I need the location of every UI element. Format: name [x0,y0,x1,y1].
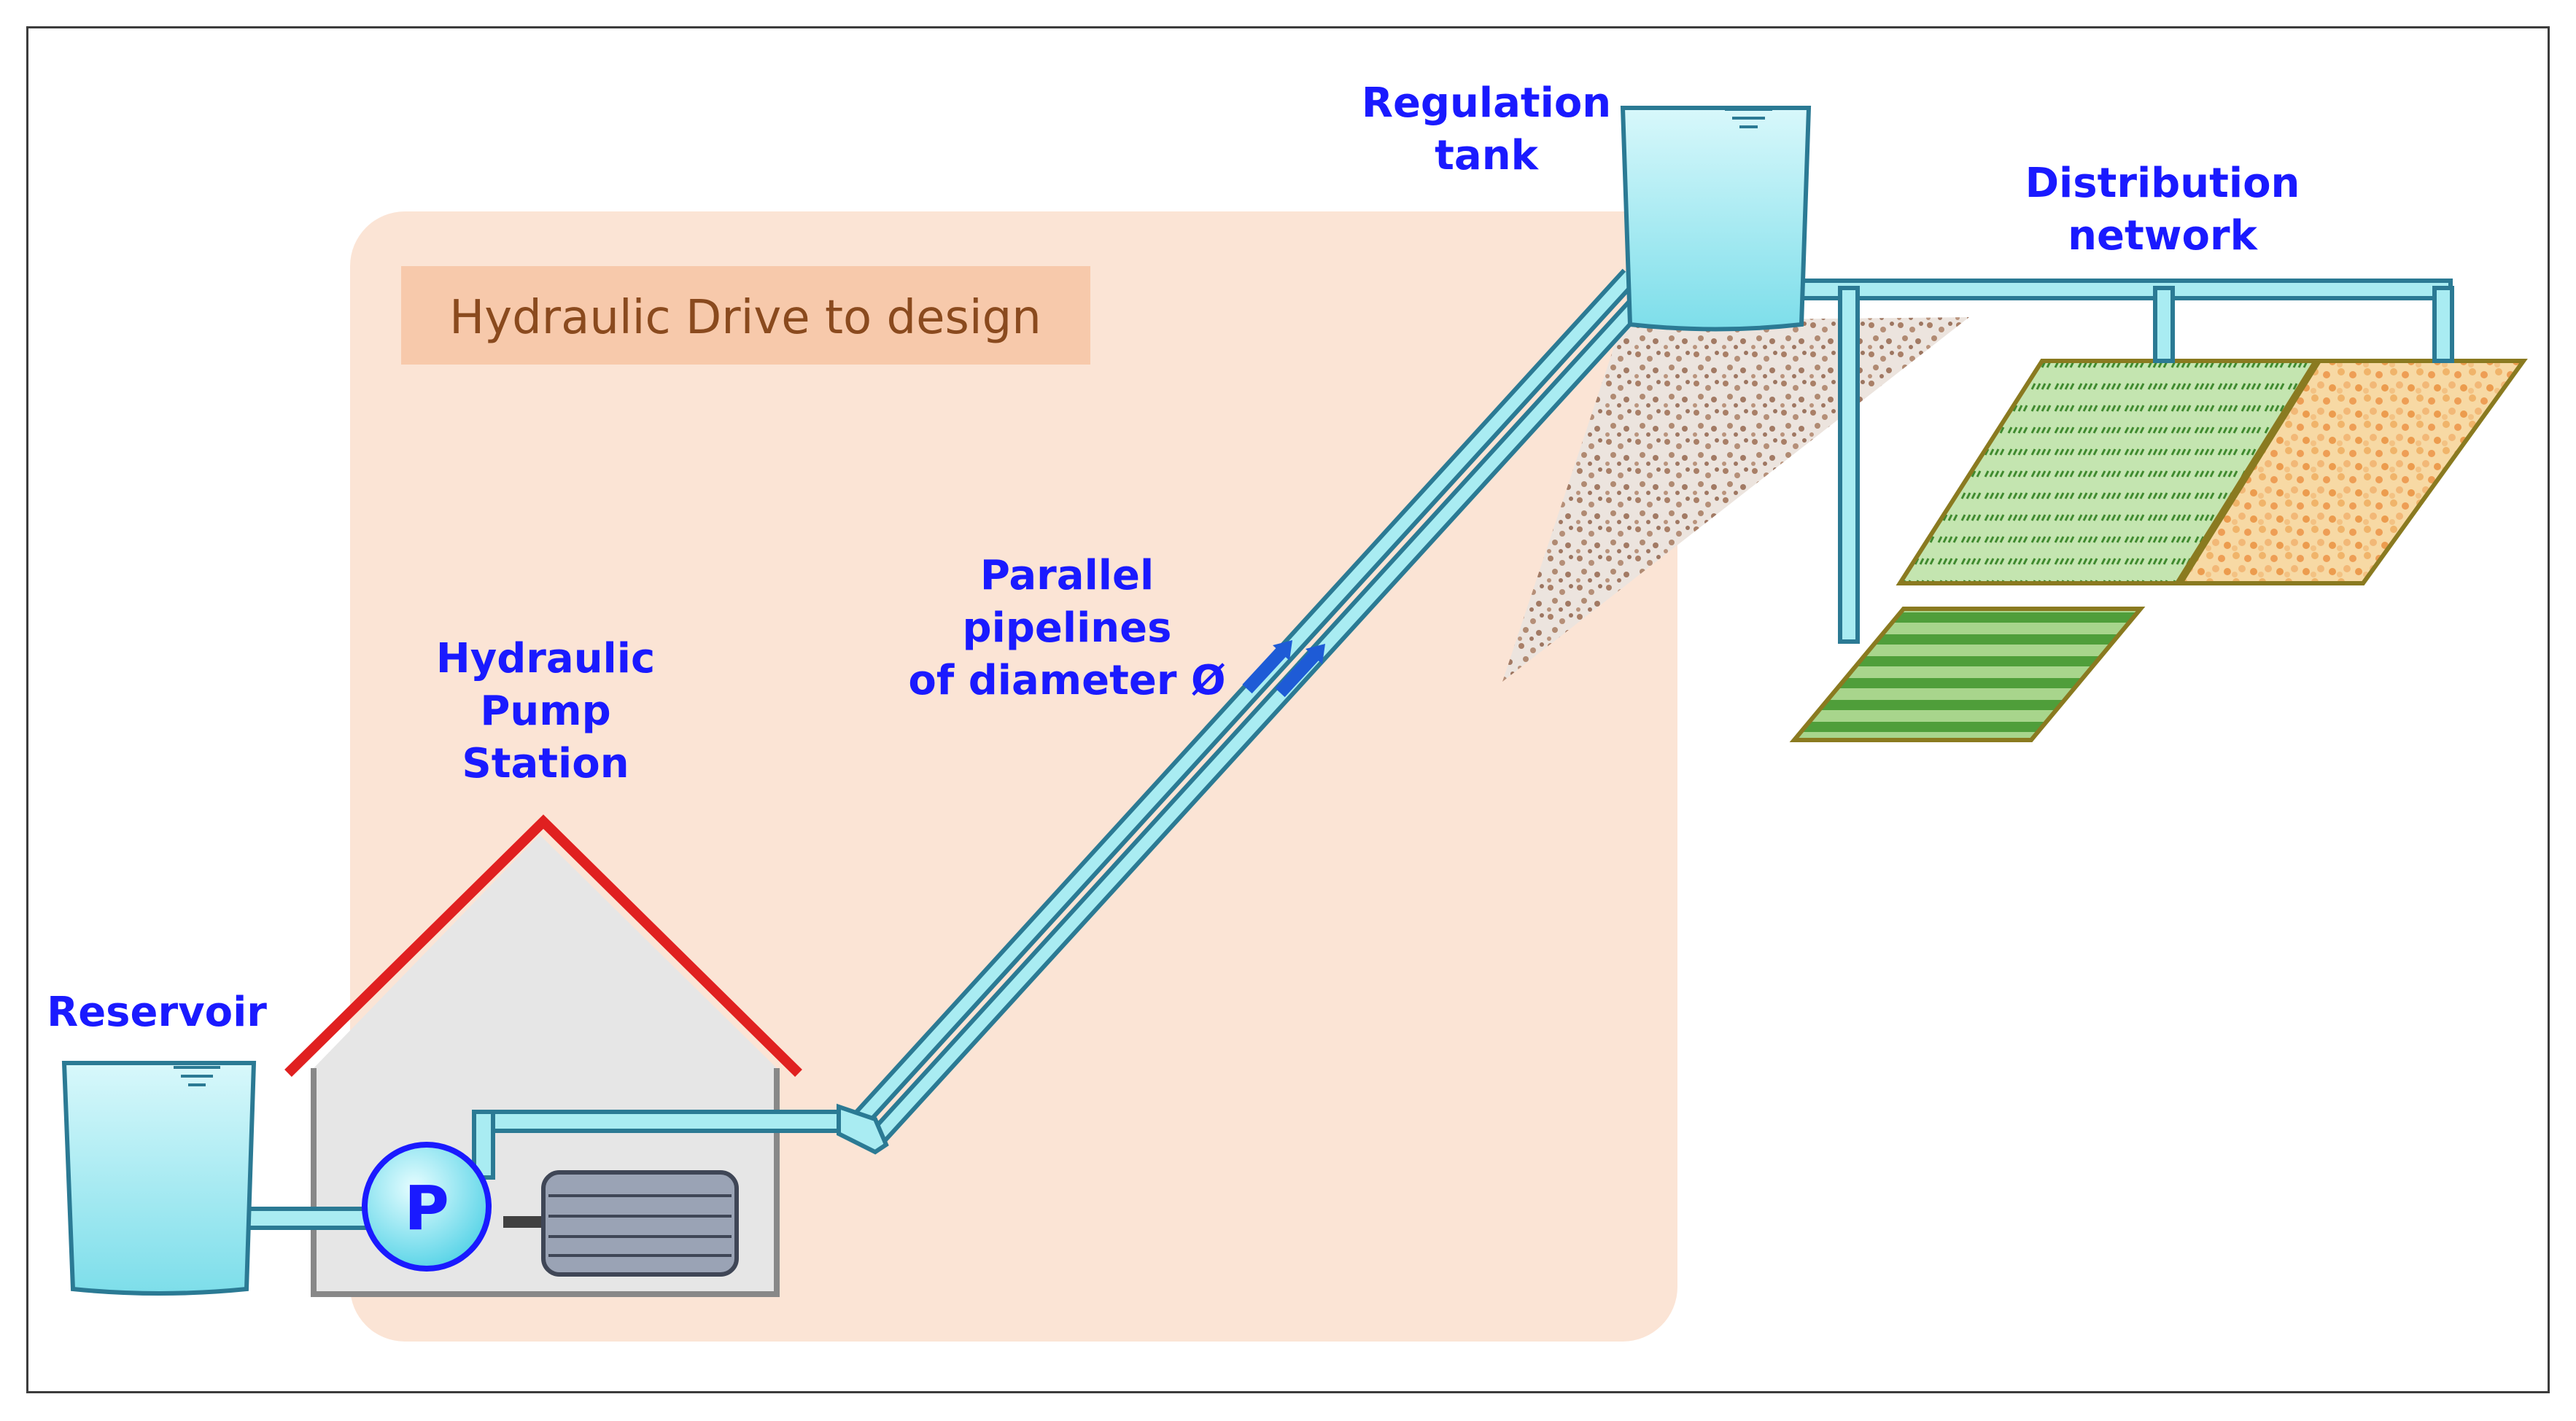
field-icon [2176,359,2528,585]
regulation-tank-label-line2: tank [1435,132,1539,179]
distribution-network-label-line1: Distribution [2025,160,2300,207]
water-level-icon [174,1066,220,1086]
suction-pipe [246,1207,378,1230]
flow-arrow-icon [1242,640,1292,694]
design-title: Hydraulic Drive to design [449,291,1041,345]
parallel-pipelines [853,268,1649,1148]
regulation-tank [1620,106,1812,332]
pump-shaft [503,1216,546,1228]
pump-station-label-line2: Pump [480,688,610,735]
pipelines-label-line3: of diameter Ø [908,657,1225,704]
field-icon [1789,607,2146,742]
title-box [401,266,1090,365]
distribution-network-label-line2: network [2068,212,2258,260]
motor-icon [541,1170,739,1277]
pump-letter: P [404,1172,449,1244]
flow-arrow-icon [1275,644,1325,698]
pump-station-label-line3: Station [462,740,629,787]
distribution-pipes [1799,279,2454,644]
pump-station-label-line1: Hydraulic [436,635,655,682]
reservoir-label: Reservoir [47,989,267,1036]
water-level-icon [1725,108,1772,128]
pipelines-label-line2: pipelines [963,604,1172,652]
discharge-pipe [472,1103,889,1180]
roof [284,814,802,1077]
pipelines-label-line1: Parallel [980,552,1154,599]
pump-icon: P [362,1142,492,1272]
reservoir-tank [61,1061,257,1296]
field-icon [1896,359,2320,585]
regulation-tank-label-line1: Regulation [1362,79,1611,127]
